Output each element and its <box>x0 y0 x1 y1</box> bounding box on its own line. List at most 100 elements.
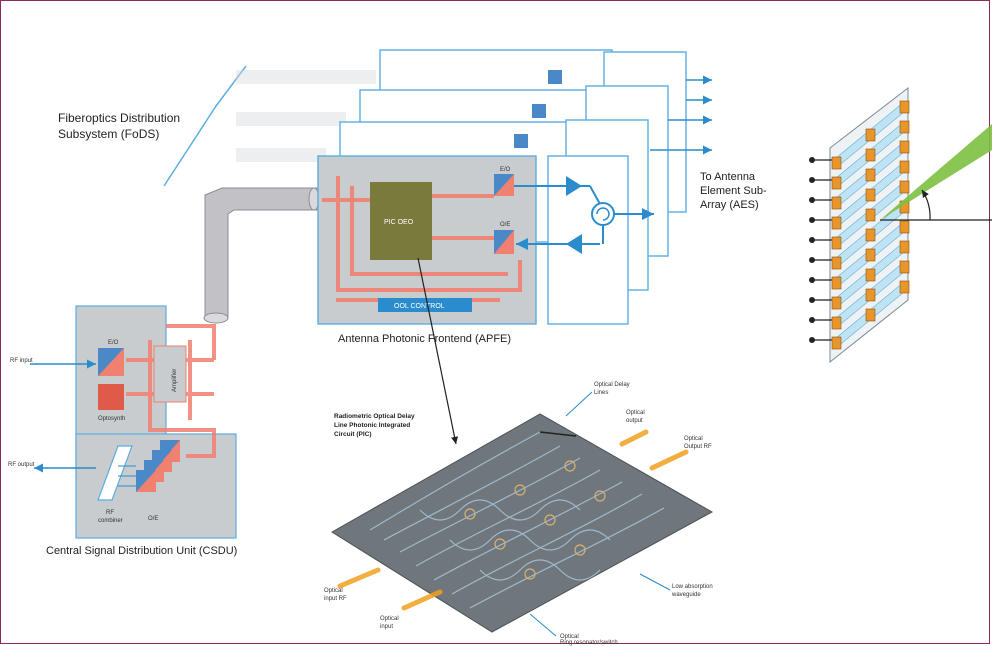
antenna-feed-dot <box>809 197 815 203</box>
optical-output-rf-label: Optical Output RF <box>684 436 712 450</box>
apfe-label: Antenna Photonic Frontend (APFE) <box>338 333 511 345</box>
pic-oeo-block <box>370 182 432 260</box>
rx-amplifier-icon <box>566 234 582 254</box>
pic-zoom-arrow <box>417 257 459 445</box>
antenna-patch-element <box>899 240 910 254</box>
svg-text:Radiometric Optical Delay: Radiometric Optical Delay <box>334 413 415 420</box>
antenna-feed-dot <box>809 177 815 183</box>
svg-text:output: output <box>626 418 643 424</box>
svg-text:Output RF: Output RF <box>684 444 712 450</box>
antenna-array <box>809 86 910 364</box>
svg-text:input: input <box>380 624 393 630</box>
antenna-feed-dot <box>809 277 815 283</box>
antenna-element-rows <box>809 100 910 350</box>
svg-text:O/E: O/E <box>500 222 510 228</box>
antenna-patch-element <box>865 288 876 302</box>
antenna-patch-element <box>865 248 876 262</box>
svg-text:Array (AES): Array (AES) <box>700 199 759 211</box>
svg-text:Fiberoptics Distribution: Fiberoptics Distribution <box>58 111 180 125</box>
pic-connector-line <box>539 431 577 437</box>
csdu-signal-lines <box>118 465 136 487</box>
antenna-patch-element <box>865 168 876 182</box>
antenna-feed-dot <box>809 257 815 263</box>
svg-text:Subsystem (FoDS): Subsystem (FoDS) <box>58 127 159 141</box>
csdu-eo-block: E/O <box>98 340 124 376</box>
antenna-patch-element <box>831 176 842 190</box>
antenna-patch-element <box>831 156 842 170</box>
pic-oeo-label: PIC OEO <box>384 219 414 226</box>
svg-text:Ring resonator/switch: Ring resonator/switch <box>560 640 618 646</box>
svg-text:Amplifier: Amplifier <box>172 369 178 392</box>
svg-text:O/E: O/E <box>148 516 158 522</box>
fods-label: Fiberoptics Distribution Subsystem (FoDS… <box>58 111 180 141</box>
antenna-feed-dot <box>809 337 815 343</box>
svg-text:Optical: Optical <box>324 588 343 594</box>
antenna-patch-element <box>831 336 842 350</box>
optical-input-rf-label: Optical input RF <box>324 588 347 602</box>
antenna-feed-dot <box>809 297 815 303</box>
background-output-arrows <box>650 75 712 155</box>
optical-switches-leader <box>529 613 557 637</box>
ool-control-button <box>378 298 472 312</box>
svg-text:E/O: E/O <box>500 167 511 173</box>
svg-text:Optical: Optical <box>380 616 399 622</box>
antenna-patch-element <box>899 120 910 134</box>
to-antenna-label: To Antenna Element Sub- Array (AES) <box>700 171 767 211</box>
svg-text:E/O: E/O <box>108 340 119 346</box>
svg-text:Optical: Optical <box>560 634 579 640</box>
pic-optical-io-beams <box>337 429 689 611</box>
optical-delay-leader <box>565 391 593 417</box>
antenna-patch-element <box>899 160 910 174</box>
optical-input-b-label: Optical input <box>380 616 399 630</box>
background-eo-blocks <box>514 70 562 148</box>
optical-output-b-label: Optical output <box>626 410 645 424</box>
svg-text:Lines: Lines <box>594 390 608 396</box>
fods-bracket <box>163 65 247 187</box>
fiber-pipe-elbow <box>204 187 319 319</box>
svg-text:input RF: input RF <box>324 596 347 602</box>
antenna-patch-element <box>899 260 910 274</box>
antenna-patch-element <box>865 128 876 142</box>
pic-board <box>331 413 714 633</box>
fiber-bundles-background <box>236 70 376 162</box>
svg-text:Optical: Optical <box>684 436 703 442</box>
antenna-patch-element <box>831 236 842 250</box>
rf-input-label: RF input <box>10 358 33 364</box>
svg-text:Optical: Optical <box>626 410 645 416</box>
fiber-pipe-end-bottom <box>203 312 229 324</box>
pic-title-label: Radiometric Optical Delay Line Photonic … <box>334 413 415 438</box>
svg-text:RF: RF <box>106 510 114 516</box>
amplifier-module: Amplifier <box>153 345 187 403</box>
svg-text:Optosynth: Optosynth <box>98 416 125 422</box>
svg-text:To Antenna: To Antenna <box>700 171 756 183</box>
rf-output-label: RF output <box>8 462 35 468</box>
pic-ring-resonators <box>464 460 606 580</box>
low-absorption-leader <box>639 573 671 591</box>
circulator-icon <box>591 202 615 226</box>
low-absorption-label: Low absorption waveguide <box>671 584 713 598</box>
antenna-patch-element <box>899 280 910 294</box>
circulator-to-rx <box>589 185 601 205</box>
antenna-patch-element <box>865 228 876 242</box>
optosynth-block: Optosynth <box>98 384 125 422</box>
svg-text:Low absorption: Low absorption <box>672 584 713 590</box>
circulator-arrow <box>596 207 610 221</box>
svg-text:Element Sub-: Element Sub- <box>700 185 767 197</box>
rf-combiner-block <box>97 445 133 501</box>
svg-text:waveguide: waveguide <box>671 592 701 598</box>
antenna-feed-dot <box>809 237 815 243</box>
apfe-eo-block: E/O <box>494 167 514 196</box>
antenna-patch-element <box>865 308 876 322</box>
pic-waveguides <box>369 431 665 609</box>
antenna-feed-dot <box>809 217 815 223</box>
tx-amplifier-icon <box>566 176 582 196</box>
antenna-patch-element <box>831 316 842 330</box>
ool-control-label: OOL CONTROL <box>394 303 445 310</box>
svg-text:Circuit (PIC): Circuit (PIC) <box>334 431 372 438</box>
antenna-patch-element <box>865 268 876 282</box>
apfe-front-stage-panel <box>547 155 629 325</box>
antenna-feed-dot <box>809 317 815 323</box>
antenna-patch-element <box>865 148 876 162</box>
